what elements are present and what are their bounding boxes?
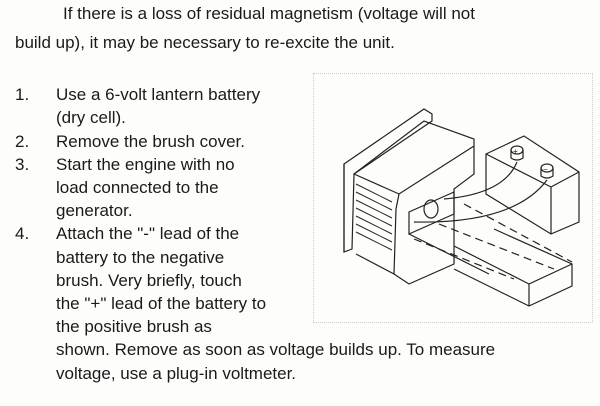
step-number: 3.	[15, 155, 30, 174]
step-number: 4.	[15, 224, 30, 243]
positive-terminal-label: +	[513, 147, 518, 156]
intro-line: If there is a loss of residual magnetism…	[63, 4, 475, 23]
step-text: (dry cell).	[56, 108, 126, 127]
step-text: Attach the "-" lead of the	[56, 224, 240, 243]
generator-battery-illustration: + −	[313, 73, 593, 323]
step-text: battery to the negative	[56, 248, 225, 267]
intro-line: build up), it may be necessary to re-exc…	[15, 33, 395, 52]
step-text: Remove the brush cover.	[56, 132, 245, 151]
step-text: voltage, use a plug-in voltmeter.	[56, 364, 297, 383]
step-text: generator.	[56, 201, 133, 220]
step-number: 1.	[15, 85, 30, 104]
step-text: shown. Remove as soon as voltage builds …	[56, 340, 496, 359]
step-text: Use a 6-volt lantern battery	[56, 85, 261, 104]
negative-terminal-label: −	[543, 165, 548, 174]
step-number: 2.	[15, 132, 30, 151]
step-text: load connected to the	[56, 178, 219, 197]
step-text: the "+" lead of the battery to	[56, 294, 267, 313]
step-text: the positive brush as	[56, 317, 212, 336]
step-text: Start the engine with no	[56, 155, 235, 174]
step-text: brush. Very briefly, touch	[56, 271, 242, 290]
